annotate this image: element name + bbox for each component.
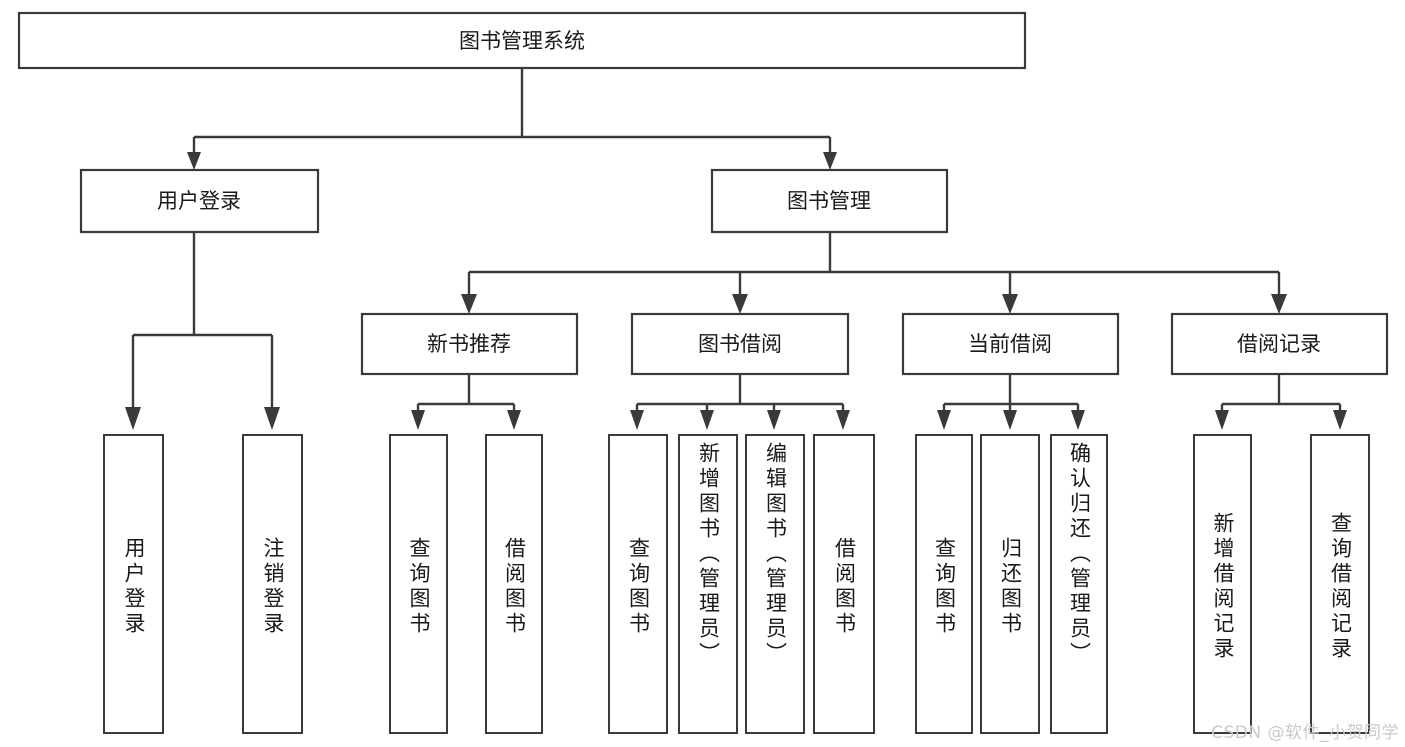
leaf-newbook-query-book[interactable]: 查询图书	[389, 434, 448, 734]
leaf-label: 注销登录	[261, 537, 285, 637]
leaf-borrowrecord-query-record[interactable]: 查询借阅记录	[1310, 434, 1370, 734]
leaf-label: 新增图书（管理员）	[696, 442, 721, 667]
leaf-bookborrow-query-book[interactable]: 查询图书	[608, 434, 668, 734]
leaf-label: 查询图书	[407, 537, 431, 637]
node-root-label: 图书管理系统	[459, 29, 585, 53]
leaf-bookborrow-edit-book-admin[interactable]: 编辑图书（管理员）	[745, 434, 805, 734]
leaf-user-login-query[interactable]: 用户登录	[103, 434, 164, 734]
watermark: CSDN @软件_小贺同学	[1211, 723, 1399, 743]
connector-root-to-level2	[187, 68, 837, 170]
leaf-currentborrow-query-book[interactable]: 查询图书	[915, 434, 973, 734]
node-borrow-record-label: 借阅记录	[1237, 332, 1321, 356]
node-current-borrow-label: 当前借阅	[968, 332, 1052, 356]
node-book-management-label: 图书管理	[787, 189, 871, 213]
connector-userlogin-to-leaves	[125, 232, 280, 430]
connector-bookborrow-to-leaves	[630, 374, 850, 430]
connector-currentborrow-to-leaves	[937, 374, 1085, 430]
node-book-management[interactable]: 图书管理	[710, 168, 949, 234]
connector-borrowrecord-to-leaves	[1215, 374, 1347, 430]
leaf-user-logout[interactable]: 注销登录	[242, 434, 303, 734]
node-new-book-recommend[interactable]: 新书推荐	[360, 312, 579, 376]
leaf-bookborrow-borrow-book[interactable]: 借阅图书	[813, 434, 875, 734]
leaf-label: 编辑图书（管理员）	[763, 442, 788, 667]
leaf-borrowrecord-add-record[interactable]: 新增借阅记录	[1193, 434, 1252, 734]
node-root[interactable]: 图书管理系统	[17, 11, 1027, 70]
leaf-currentborrow-confirm-return-admin[interactable]: 确认归还（管理员）	[1050, 434, 1108, 734]
node-book-borrow-label: 图书借阅	[698, 332, 782, 356]
leaf-currentborrow-return-book[interactable]: 归还图书	[980, 434, 1040, 734]
node-user-login[interactable]: 用户登录	[79, 168, 320, 234]
node-new-book-recommend-label: 新书推荐	[427, 332, 511, 356]
leaf-label: 用户登录	[122, 537, 146, 637]
leaf-label: 借阅图书	[832, 537, 857, 637]
leaf-label: 借阅图书	[502, 537, 527, 637]
leaf-newbook-borrow-book[interactable]: 借阅图书	[485, 434, 543, 734]
connector-bookmanage-to-level3	[461, 232, 1287, 314]
node-user-login-label: 用户登录	[157, 189, 241, 213]
leaf-label: 查询图书	[932, 537, 957, 637]
leaf-label: 确认归还（管理员）	[1067, 442, 1092, 667]
leaf-label: 归还图书	[998, 537, 1023, 637]
node-book-borrow[interactable]: 图书借阅	[630, 312, 850, 376]
leaf-label: 查询借阅记录	[1328, 512, 1353, 662]
connector-newbook-to-leaves	[411, 374, 521, 430]
node-borrow-record[interactable]: 借阅记录	[1170, 312, 1389, 376]
node-current-borrow[interactable]: 当前借阅	[901, 312, 1120, 376]
leaf-label: 新增借阅记录	[1211, 512, 1235, 662]
leaf-bookborrow-add-book-admin[interactable]: 新增图书（管理员）	[678, 434, 738, 734]
leaf-label: 查询图书	[626, 537, 651, 637]
